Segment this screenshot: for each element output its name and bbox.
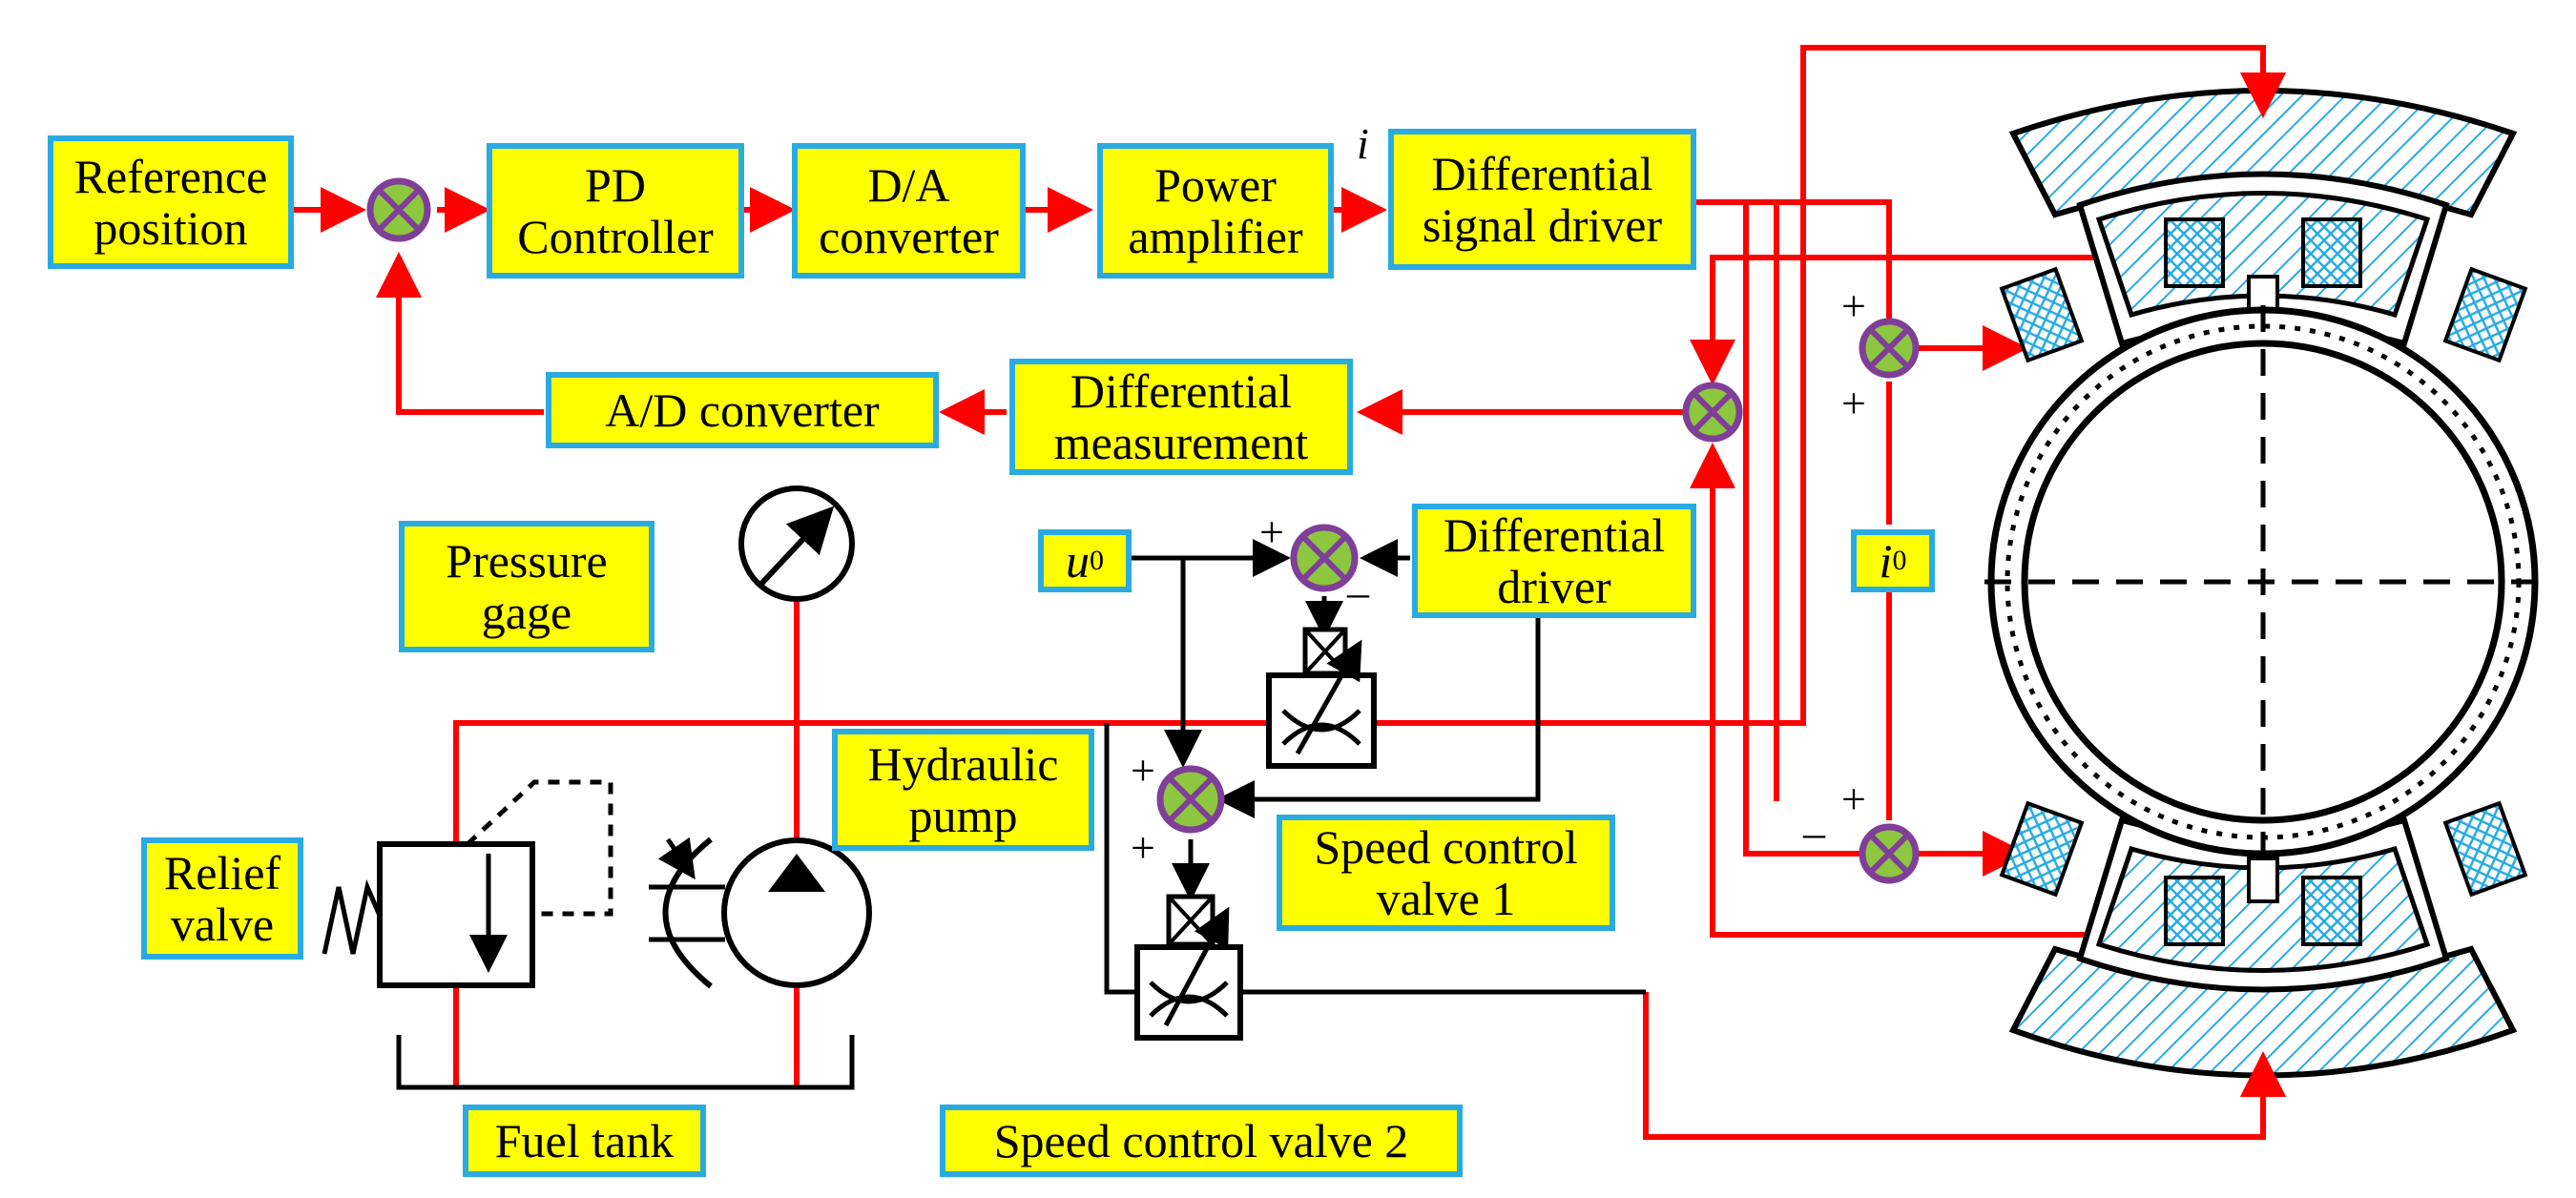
summer-upper-coil <box>1859 318 1920 379</box>
relief-valve-symbol <box>322 841 535 988</box>
summer-reference <box>366 177 431 242</box>
summer-valve-2 <box>1156 765 1225 834</box>
sign-upper-coil-top: + <box>1841 281 1866 330</box>
speed-control-valve-2-block: Speed control valve 2 <box>940 1105 1463 1177</box>
summer-lower-coil <box>1859 823 1920 884</box>
speed-control-valve-1-symbol <box>1266 627 1377 769</box>
ad-converter-block: A/D converter <box>546 372 939 448</box>
hydraulic-lines <box>396 539 1646 1090</box>
summer-measurement <box>1682 382 1743 443</box>
signal-lines <box>293 45 2286 1140</box>
hydraulic-pump-symbol <box>649 837 872 989</box>
sign-valve2-left: + <box>1131 746 1155 795</box>
hydraulic-pump-block: Hydraulic pump <box>832 729 1094 851</box>
pressure-gage-symbol <box>738 485 855 602</box>
fuel-tank-block: Fuel tank <box>463 1105 706 1177</box>
i0-subscript: 0 <box>1892 544 1907 576</box>
i0-symbol: i <box>1879 534 1893 588</box>
speed-control-valve-1-block: Speed control valve 1 <box>1277 815 1615 931</box>
sign-lower-coil-top: + <box>1841 775 1866 823</box>
differential-signal-driver-block: Differential signal driver <box>1388 129 1696 270</box>
sign-valve2-bottom: + <box>1131 823 1155 872</box>
pressure-gage-block: Pressure gage <box>399 521 654 652</box>
u0-symbol: u <box>1066 534 1090 588</box>
summing-junctions <box>366 177 1920 884</box>
reference-position-block: Reference position <box>48 135 294 269</box>
pd-controller-block: PD Controller <box>487 143 744 279</box>
power-amplifier-block: Power amplifier <box>1097 143 1334 279</box>
sign-lower-coil-left: – <box>1803 808 1825 857</box>
u0-subscript: 0 <box>1090 544 1104 576</box>
sign-upper-coil-bottom: + <box>1841 379 1866 427</box>
differential-measurement-block: Differential measurement <box>1009 359 1353 475</box>
sign-valve1-right: – <box>1347 568 1369 616</box>
relief-valve-block: Relief valve <box>141 837 303 960</box>
differential-driver-block: Differential driver <box>1412 504 1696 618</box>
summer-valve-1 <box>1290 524 1359 592</box>
speed-control-valve-2-symbol <box>1134 894 1243 1041</box>
sign-valve1-left: + <box>1259 507 1284 556</box>
da-converter-block: D/A converter <box>792 143 1026 279</box>
current-i-label: i <box>1357 119 1369 168</box>
magnetic-bearing <box>1984 88 2542 1079</box>
